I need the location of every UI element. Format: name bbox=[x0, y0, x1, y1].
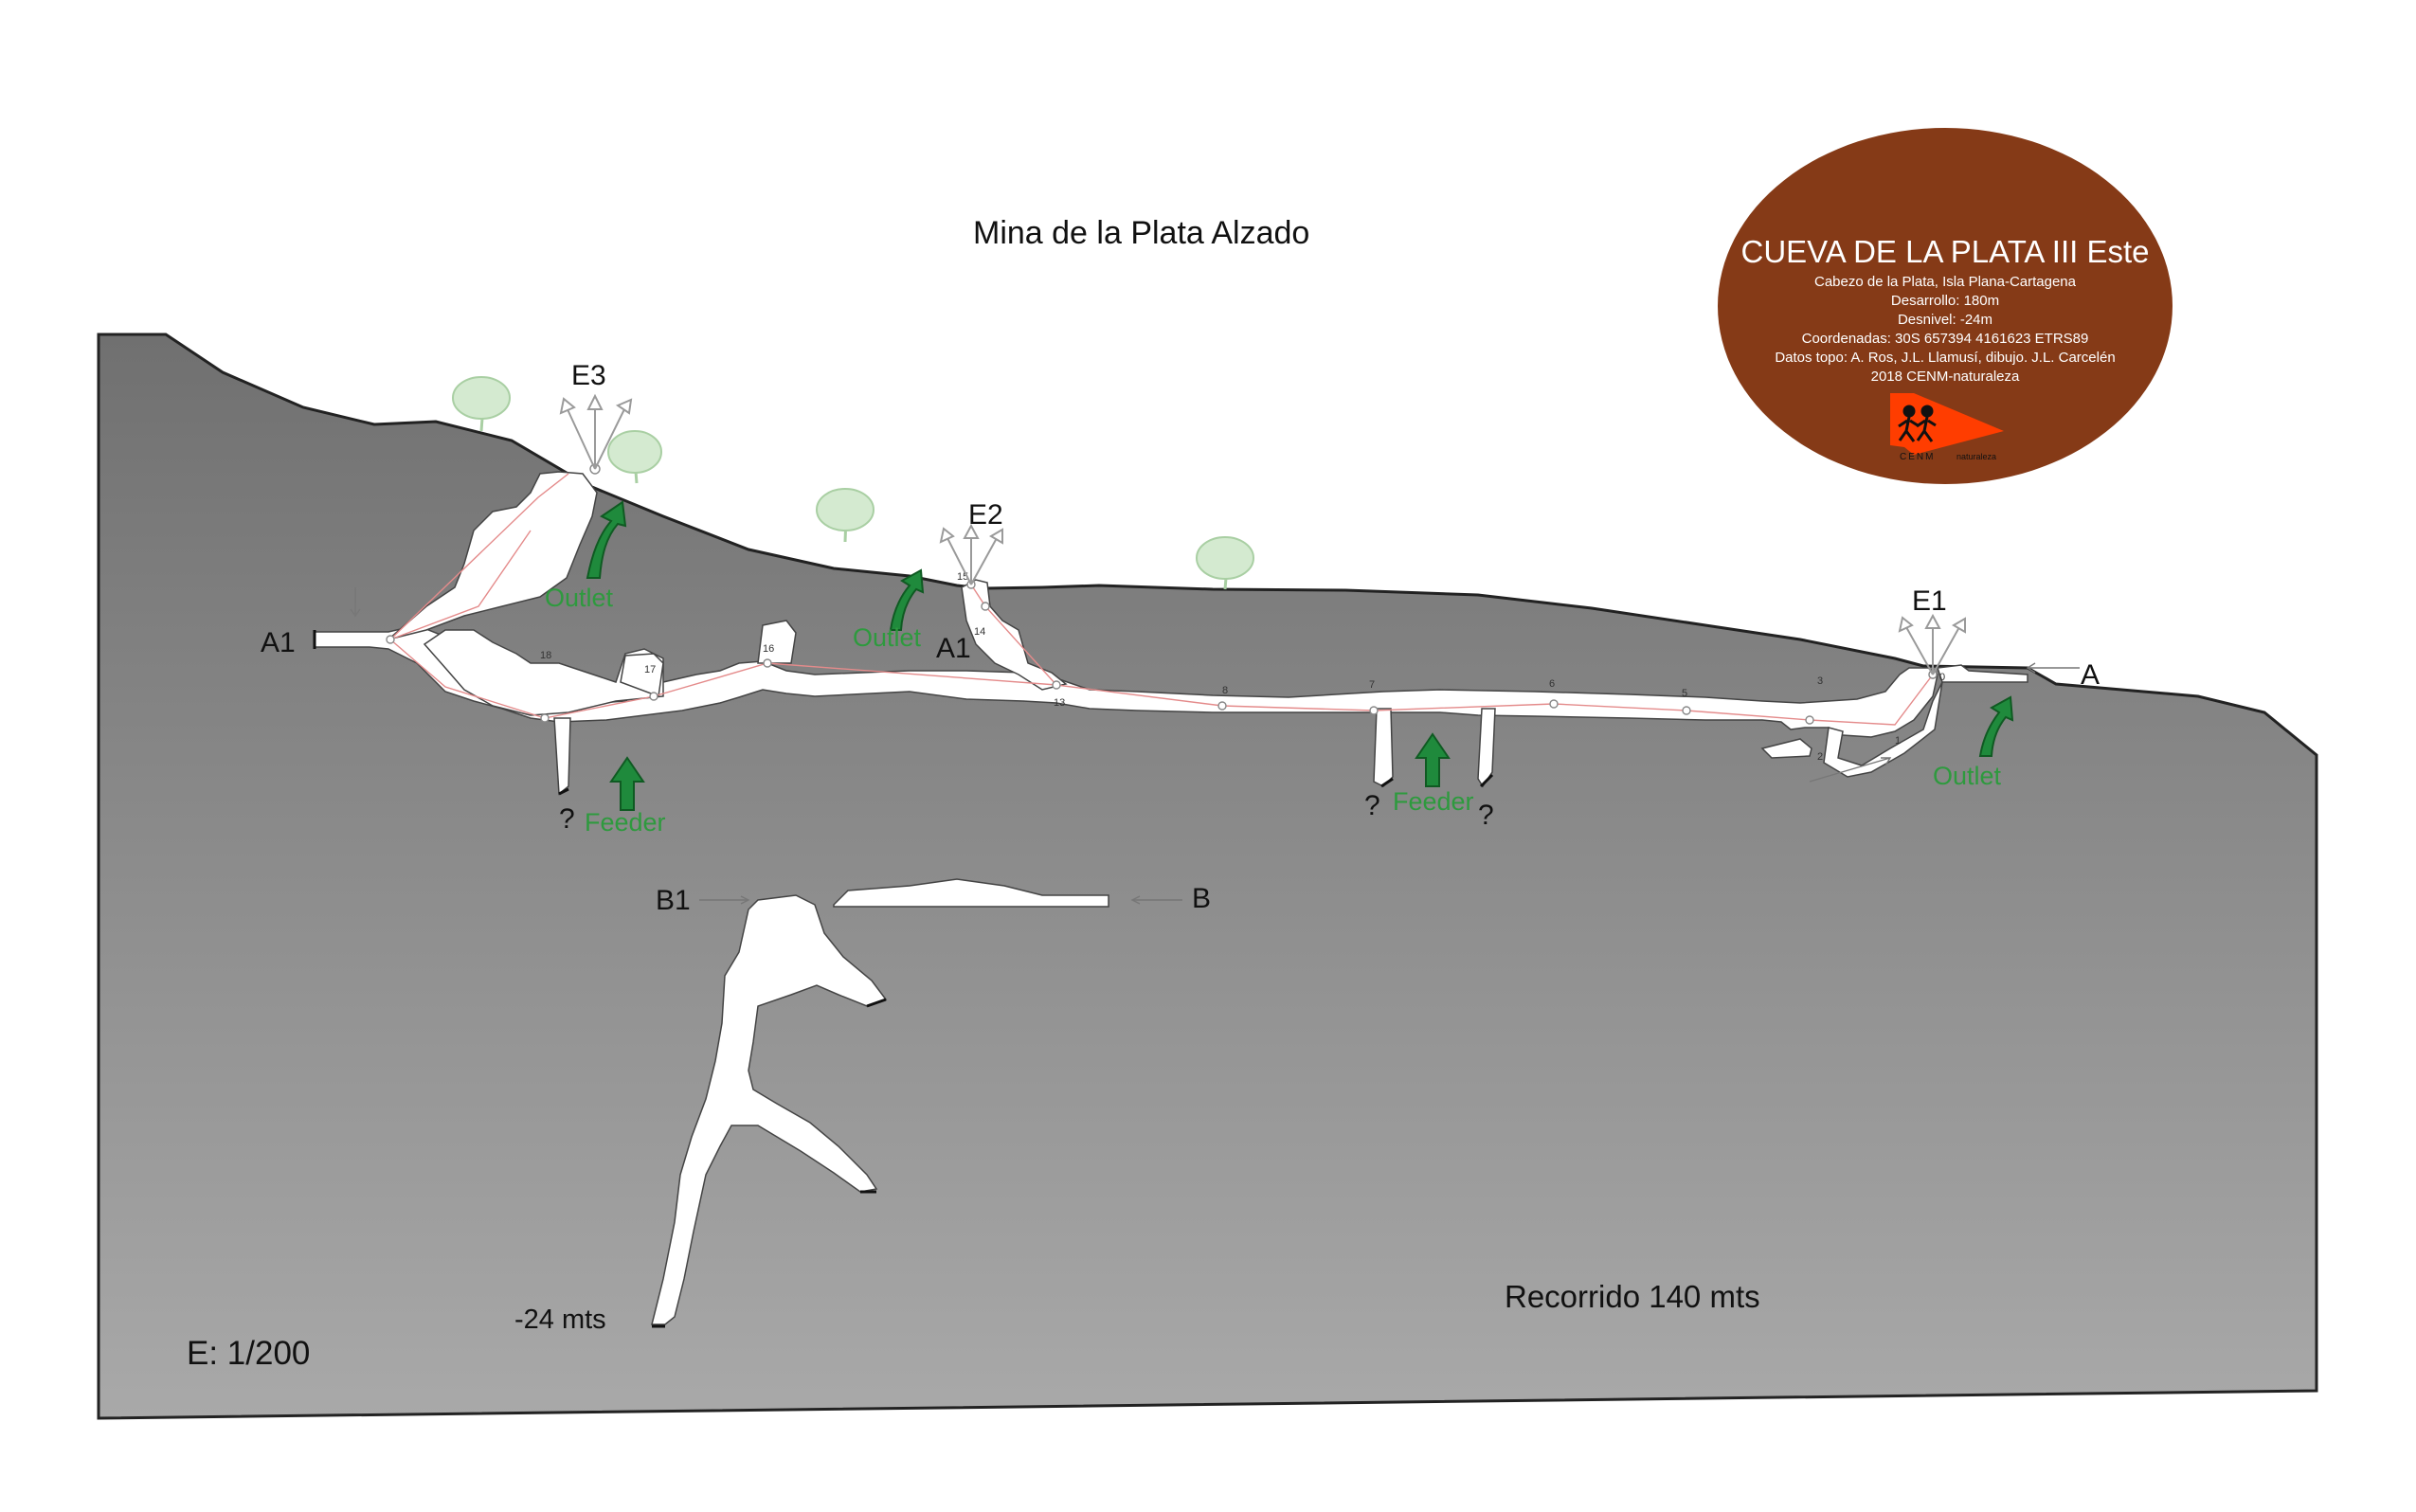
station-label: 7 bbox=[1369, 679, 1375, 691]
section-mark-a: A bbox=[2081, 659, 2100, 691]
section-mark-b: B bbox=[1192, 883, 1211, 914]
station-marker bbox=[1052, 680, 1061, 690]
station-label: 5 bbox=[1682, 688, 1687, 699]
entrance-label-e1: E1 bbox=[1912, 585, 1947, 617]
section-mark-a1-left: A1 bbox=[261, 627, 296, 658]
exit-arrows-e1 bbox=[1898, 613, 1966, 675]
pointer-lines bbox=[350, 587, 2080, 905]
station-label: 1 bbox=[1895, 735, 1901, 747]
station-label: 18 bbox=[540, 650, 551, 661]
hikers-icon bbox=[1898, 405, 1937, 442]
outlet-label-e1: Outlet bbox=[1933, 762, 2002, 790]
outlet-arrow-e1 bbox=[1978, 695, 2014, 757]
station-labels: 0 1 2 3 5 6 7 8 13 14 15 16 17 18 bbox=[540, 571, 1945, 763]
station-marker bbox=[763, 658, 772, 668]
outlet-arrow-e2 bbox=[889, 568, 925, 631]
logo-text: CENM bbox=[1900, 452, 1935, 462]
passage-end-caps bbox=[313, 630, 1494, 1328]
outlet-arrow-e3 bbox=[586, 500, 627, 579]
cave-coordinates: Coordenadas: 30S 657394 4161623 ETRS89 bbox=[1802, 331, 2089, 347]
station-marker bbox=[1369, 706, 1379, 715]
cave-development: Desarrollo: 180m bbox=[1891, 293, 1999, 309]
diagram-title: Mina de la Plata Alzado bbox=[973, 215, 1309, 251]
cave-name: CUEVA DE LA PLATA III Este bbox=[1740, 234, 2149, 269]
station-marker bbox=[981, 602, 990, 611]
cave-location: Cabezo de la Plata, Isla Plana-Cartagena bbox=[1814, 274, 2077, 290]
feeder-label-left: Feeder bbox=[585, 808, 666, 837]
tree-icon bbox=[607, 430, 662, 484]
station-label: 16 bbox=[763, 643, 774, 655]
logo-subtext: naturaleza bbox=[1956, 452, 1996, 461]
info-panel: CUEVA DE LA PLATA III Este Cabezo de la … bbox=[1718, 128, 2173, 484]
station-marker bbox=[1217, 701, 1227, 711]
section-mark-b1: B1 bbox=[656, 885, 691, 916]
station-marker bbox=[540, 713, 550, 723]
exit-arrows-e3 bbox=[559, 393, 633, 470]
tree-icon bbox=[816, 488, 874, 543]
section-mark-a1-mid: A1 bbox=[936, 633, 971, 664]
entrance-label-e3: E3 bbox=[571, 360, 606, 391]
station-label: 0 bbox=[1939, 672, 1945, 683]
length-label: Recorrido 140 mts bbox=[1505, 1279, 1760, 1314]
station-label: 6 bbox=[1549, 678, 1555, 690]
outlet-label-e2: Outlet bbox=[853, 623, 922, 652]
feeder-label-right: Feeder bbox=[1393, 787, 1474, 816]
unknown-mark-right-a: ? bbox=[1364, 790, 1380, 821]
exit-arrows-e2 bbox=[939, 523, 1003, 585]
rock-profile bbox=[97, 333, 2318, 1420]
unknown-mark-right-b: ? bbox=[1478, 800, 1494, 831]
station-marker bbox=[1805, 715, 1814, 725]
cave-passages bbox=[314, 471, 2028, 1325]
outlet-label-e3: Outlet bbox=[545, 584, 614, 612]
station-label: 8 bbox=[1222, 685, 1228, 696]
station-marker bbox=[649, 692, 658, 701]
year-org: 2018 CENM-naturaleza bbox=[1871, 369, 2020, 385]
entrance-label-e2: E2 bbox=[968, 499, 1003, 531]
feeder-arrow-right bbox=[1415, 732, 1451, 787]
station-label: 13 bbox=[1054, 697, 1065, 709]
cave-depth: Desnivel: -24m bbox=[1898, 312, 1992, 328]
unknown-mark-left: ? bbox=[559, 803, 575, 835]
feeder-arrow-left bbox=[609, 756, 645, 811]
tree-icon bbox=[1196, 536, 1254, 590]
station-marker bbox=[386, 635, 395, 644]
scale-label: E: 1/200 bbox=[187, 1335, 310, 1372]
tree-icon bbox=[452, 376, 511, 432]
station-marker bbox=[1549, 699, 1559, 709]
station-label: 2 bbox=[1817, 751, 1823, 763]
depth-label: -24 mts bbox=[514, 1305, 606, 1335]
station-marker bbox=[1682, 706, 1691, 715]
survey-credits: Datos topo: A. Ros, J.L. Llamusí, dibujo… bbox=[1775, 350, 2115, 366]
station-label: 17 bbox=[644, 664, 656, 675]
info-panel-background bbox=[1718, 128, 2173, 484]
station-label: 3 bbox=[1817, 675, 1823, 687]
station-label: 14 bbox=[974, 626, 985, 638]
cenm-logo: CENM naturaleza bbox=[1890, 393, 2004, 462]
